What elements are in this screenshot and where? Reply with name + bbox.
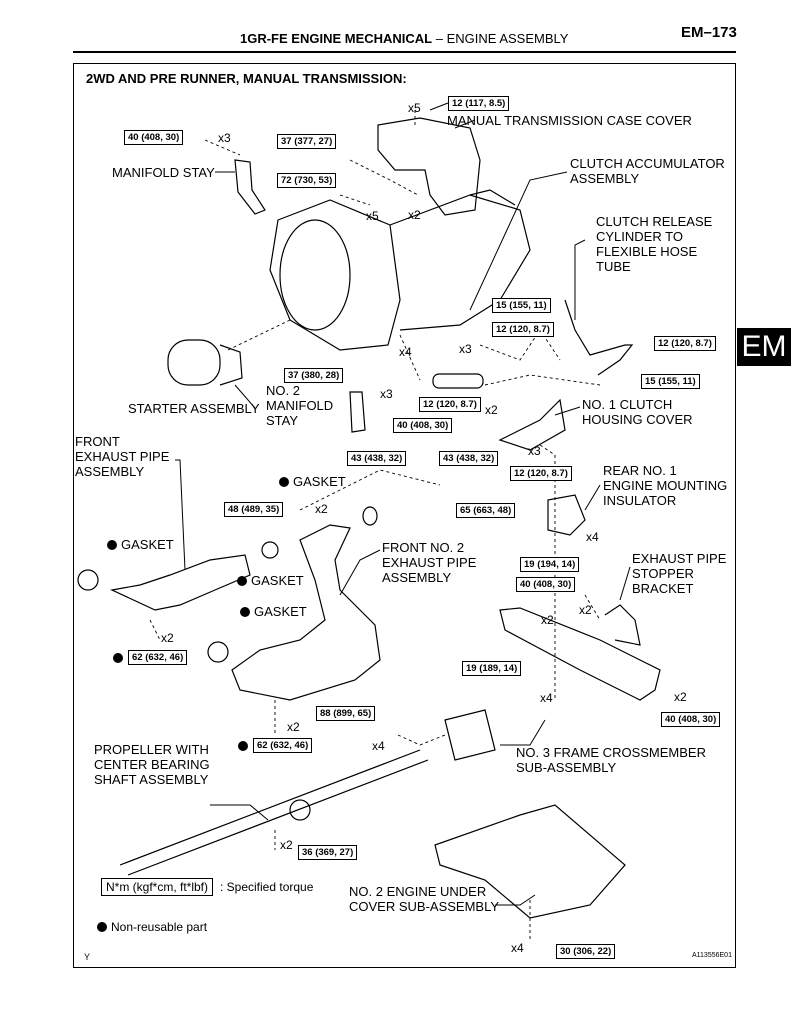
torque-box: 43 (438, 32) [439, 451, 499, 466]
nonreusable-dot-icon [238, 739, 252, 753]
label-clutch-release-tube: CLUTCH RELEASE CYLINDER TO FLEXIBLE HOSE… [596, 214, 713, 274]
quantity-label: x2 [315, 502, 328, 516]
label-gasket-1: GASKET [279, 474, 346, 489]
torque-box: 12 (120, 8.7) [492, 322, 554, 337]
quantity-label: x2 [280, 838, 293, 852]
label-exhaust-pipe-stopper: EXHAUST PIPE STOPPER BRACKET [632, 551, 727, 596]
label-propeller-shaft: PROPELLER WITH CENTER BEARING SHAFT ASSE… [94, 742, 210, 787]
legend-units-box: N*m (kgf*cm, ft*lbf) [101, 878, 214, 896]
torque-box: 40 (408, 30) [393, 418, 453, 433]
header-dash: – [432, 31, 447, 46]
torque-box: 88 (899, 65) [316, 706, 376, 721]
crossmember-shape [499, 607, 661, 701]
manifold-stay-shape [234, 159, 266, 215]
quantity-label: x5 [366, 209, 379, 223]
torque-box: 48 (489, 35) [224, 502, 284, 517]
nonreusable-dot-icon [240, 607, 250, 617]
torque-box: 40 (408, 30) [516, 577, 576, 592]
label-rear-no1-insulator: REAR NO. 1 ENGINE MOUNTING INSULATOR [603, 463, 728, 508]
label-no2-manifold-stay: NO. 2 MANIFOLD STAY [266, 383, 334, 428]
quantity-label: x2 [674, 690, 687, 704]
starter-shape [167, 339, 221, 386]
clutch-housing-cover-shape [498, 398, 566, 451]
section-title: 2WD AND PRE RUNNER, MANUAL TRANSMISSION: [86, 71, 407, 86]
torque-box: 12 (120, 8.7) [654, 336, 716, 351]
torque-box: 62 (632, 46) [253, 738, 313, 753]
footer-left-mark: Y [84, 952, 91, 962]
torque-box: 12 (120, 8.7) [510, 466, 572, 481]
quantity-label: x4 [399, 345, 412, 359]
quantity-label: x2 [485, 403, 498, 417]
label-gasket-2: GASKET [107, 537, 174, 552]
page-header: 1GR-FE ENGINE MECHANICAL – ENGINE ASSEMB… [240, 31, 568, 46]
quantity-label: x4 [511, 941, 524, 955]
quantity-label: x4 [540, 691, 553, 705]
quantity-label: x2 [408, 208, 421, 222]
nonreusable-dot-icon [279, 477, 289, 487]
front-no2-exhaust-pipe-shape [231, 524, 381, 701]
quantity-label: x3 [218, 131, 231, 145]
torque-box: 40 (408, 30) [661, 712, 721, 727]
torque-box: 19 (194, 14) [520, 557, 580, 572]
torque-box: 40 (408, 30) [124, 130, 184, 145]
torque-box: 43 (438, 32) [347, 451, 407, 466]
torque-box: 15 (155, 11) [492, 298, 551, 313]
torque-box: 37 (377, 27) [277, 134, 337, 149]
torque-box: 62 (632, 46) [128, 650, 188, 665]
label-manifold-stay: MANIFOLD STAY [112, 165, 215, 180]
quantity-label: x4 [372, 739, 385, 753]
label-clutch-accumulator: CLUTCH ACCUMULATOR ASSEMBLY [570, 156, 725, 186]
label-no2-under-cover: NO. 2 ENGINE UNDER COVER SUB-ASSEMBLY [349, 884, 500, 914]
quantity-label: x3 [380, 387, 393, 401]
legend-nonreusable: Non-reusable part [97, 920, 207, 934]
legend-units-text: : Specified torque [220, 880, 314, 894]
header-title-rest: ENGINE ASSEMBLY [446, 31, 569, 46]
quantity-label: x2 [541, 613, 554, 627]
torque-box: 36 (369, 27) [298, 845, 358, 860]
page-number: EM–173 [681, 24, 737, 41]
figure-id: A113556E01 [692, 952, 732, 959]
leader-lines [175, 102, 631, 906]
torque-box: 30 (306, 22) [556, 944, 616, 959]
header-title-bold: 1GR-FE ENGINE MECHANICAL [240, 31, 433, 46]
torque-box: 15 (155, 11) [641, 374, 700, 389]
label-front-exhaust-pipe: FRONT EXHAUST PIPE ASSEMBLY [75, 434, 170, 479]
torque-box: 12 (117, 8.5) [448, 96, 510, 111]
torque-box: 65 (663, 48) [456, 503, 516, 518]
quantity-label: x2 [579, 603, 592, 617]
dashed-alignment-lines [149, 110, 601, 940]
quantity-label: x3 [528, 444, 541, 458]
label-manual-transmission-case-cover: MANUAL TRANSMISSION CASE COVER [447, 113, 692, 128]
nonreusable-dot-icon [107, 540, 117, 550]
insulator-shape [547, 494, 586, 536]
label-gasket-4: GASKET [240, 604, 307, 619]
quantity-label: x5 [408, 101, 421, 115]
label-starter-assembly: STARTER ASSEMBLY [128, 401, 260, 416]
propeller-shaft-shape [119, 749, 429, 876]
torque-box: 12 (120, 8.7) [419, 397, 481, 412]
torque-box: 19 (189, 14) [462, 661, 522, 676]
quantity-label: x2 [287, 720, 300, 734]
torque-box: 72 (730, 53) [277, 173, 337, 188]
quantity-label: x2 [161, 631, 174, 645]
label-no1-clutch-housing-cover: NO. 1 CLUTCH HOUSING COVER [582, 397, 693, 427]
case-cover-shape [377, 117, 481, 216]
header-rule [73, 51, 736, 53]
label-no3-crossmember: NO. 3 FRAME CROSSMEMBER SUB-ASSEMBLY [516, 745, 706, 775]
nonreusable-dot-icon [113, 651, 127, 665]
section-tab: EM [737, 328, 791, 366]
diagram-frame [73, 63, 736, 968]
nonreusable-dot-icon [97, 922, 107, 932]
under-cover-shape [434, 804, 626, 919]
label-gasket-3: GASKET [237, 573, 304, 588]
label-front-no2-exhaust-pipe: FRONT NO. 2 EXHAUST PIPE ASSEMBLY [382, 540, 477, 585]
front-exhaust-pipe-shape [110, 554, 251, 611]
quantity-label: x3 [459, 342, 472, 356]
torque-box: 37 (380, 28) [284, 368, 344, 383]
transmission-housing-shape [269, 199, 401, 351]
quantity-label: x4 [586, 530, 599, 544]
nonreusable-dot-icon [237, 576, 247, 586]
